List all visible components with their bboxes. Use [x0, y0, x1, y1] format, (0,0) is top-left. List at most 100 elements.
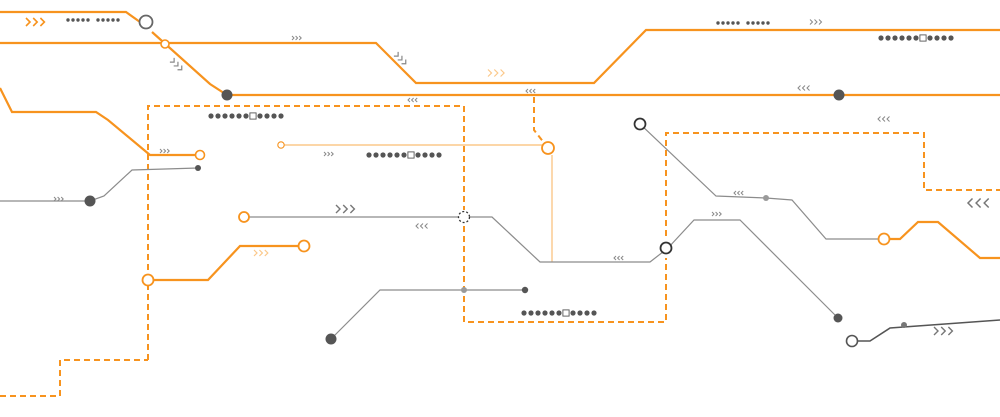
- chevron-right-triple-icon: [169, 57, 183, 71]
- dot-rows: [66, 18, 954, 317]
- chevron-left-triple-icon: [877, 116, 890, 122]
- ring-node-dark-center: [659, 241, 673, 255]
- gray-trace-mid-right: [667, 219, 839, 319]
- dot-row-icon: [264, 113, 270, 119]
- dot-row-icon: [215, 113, 221, 119]
- dot-row-icon: [71, 18, 75, 22]
- ring-node-orange-right: [877, 232, 891, 246]
- dot-row-icon: [366, 152, 372, 158]
- trace-top-long: [0, 28, 1000, 85]
- dot-row-icon: [271, 113, 277, 119]
- dot-row-icon: [394, 152, 400, 158]
- dashed-boxes: [0, 97, 1000, 397]
- dashed-box-right: [665, 132, 1000, 236]
- dot-node-left: [84, 195, 96, 207]
- dashed-stair-line: [0, 359, 148, 397]
- dot-row-icon: [892, 35, 898, 41]
- dot-node-gray-small: [763, 195, 769, 201]
- chevron-right-triple-icon: [335, 204, 356, 214]
- dot-row-icon: [731, 21, 735, 25]
- dot-row-icon: [86, 18, 90, 22]
- dashed-box-left: [147, 105, 465, 360]
- dot-row-square-icon: [407, 151, 415, 159]
- trace-main-diagonal: [151, 31, 1000, 97]
- dot-row-square-icon: [562, 309, 570, 317]
- ring-node-dark-top-right: [633, 117, 647, 131]
- dot-row-icon: [243, 113, 249, 119]
- orange-traces: [0, 10, 1000, 282]
- chevron-right-triple-icon: [711, 211, 722, 217]
- dot-node-bottom-right: [833, 313, 843, 323]
- dot-row-icon: [766, 21, 770, 25]
- dot-row-icon: [913, 35, 919, 41]
- dot-row-icon: [736, 21, 740, 25]
- stock-id-text: 1382398044: [0, 348, 2, 415]
- dot-row-icon: [535, 310, 541, 316]
- dot-row-icon: [401, 152, 407, 158]
- ring-node-orange-mid: [541, 141, 555, 155]
- dot-row-icon: [116, 18, 120, 22]
- chevron-right-triple-icon: [323, 151, 334, 157]
- chevron-left-triple-icon: [415, 223, 428, 229]
- dot-row-icon: [436, 152, 442, 158]
- dot-row-icon: [542, 310, 548, 316]
- ring-node-thin: [277, 141, 285, 149]
- ring-node-orange-bottom: [297, 239, 311, 253]
- dot-row-icon: [584, 310, 590, 316]
- dot-row-square-icon: [249, 112, 257, 120]
- dot-row-square-icon: [919, 34, 927, 42]
- chevron-right-triple-icon: [393, 51, 407, 65]
- dot-row-icon: [66, 18, 70, 22]
- dot-row-icon: [106, 18, 110, 22]
- dot-row-icon: [278, 113, 284, 119]
- dot-node-right: [833, 89, 845, 101]
- chevron-left-triple-icon: [525, 88, 536, 94]
- dot-node-bottom-end: [521, 286, 529, 294]
- dot-row-icon: [101, 18, 105, 22]
- ring-node-orange-small: [160, 39, 170, 49]
- dot-node-main: [221, 89, 233, 101]
- dot-node-gray-bottom: [461, 287, 467, 293]
- ring-node-orange-center-left: [238, 211, 250, 223]
- chevron-right-triple-icon: [159, 148, 170, 154]
- chevron-left-triple-icon: [407, 97, 418, 103]
- ring-node-top: [138, 14, 154, 30]
- dot-row-icon: [756, 21, 760, 25]
- chevrons: [25, 17, 990, 336]
- chevron-right-triple-icon: [253, 249, 269, 257]
- chevron-right-triple-icon: [809, 19, 823, 25]
- chevron-left-triple-icon: [733, 190, 744, 196]
- dashed-drop-line: [533, 97, 549, 149]
- dot-row-icon: [111, 18, 115, 22]
- dot-row-icon: [257, 113, 263, 119]
- ring-node-bottom-right: [845, 334, 859, 348]
- light-orange-traces: [281, 144, 553, 262]
- dot-row-icon: [927, 35, 933, 41]
- dot-row-icon: [746, 21, 750, 25]
- trace-left-curve: [0, 87, 200, 157]
- dot-row-icon: [878, 35, 884, 41]
- dot-row-icon: [81, 18, 85, 22]
- dot-row-icon: [721, 21, 725, 25]
- dot-row-icon: [570, 310, 576, 316]
- dot-row-icon: [941, 35, 947, 41]
- gray-trace-top-right: [639, 123, 884, 240]
- dot-row-icon: [208, 113, 214, 119]
- dot-row-icon: [415, 152, 421, 158]
- chevron-right-triple-icon: [291, 35, 302, 41]
- gray-trace-bottom-right: [852, 319, 1000, 342]
- dot-node-bottom-left: [325, 333, 337, 345]
- dot-row-icon: [76, 18, 80, 22]
- stock-id-watermark: 1382398044: [0, 300, 18, 417]
- ring-node-orange-corner: [141, 273, 155, 287]
- nodes: [84, 14, 907, 348]
- dashed-box-center: [463, 226, 667, 323]
- trace-top-left: [0, 10, 141, 23]
- dot-row-icon: [373, 152, 379, 158]
- dot-row-icon: [934, 35, 940, 41]
- chevron-right-triple-icon: [487, 69, 505, 77]
- dot-row-icon: [948, 35, 954, 41]
- dashed-ring-node: [457, 210, 471, 224]
- dot-row-icon: [726, 21, 730, 25]
